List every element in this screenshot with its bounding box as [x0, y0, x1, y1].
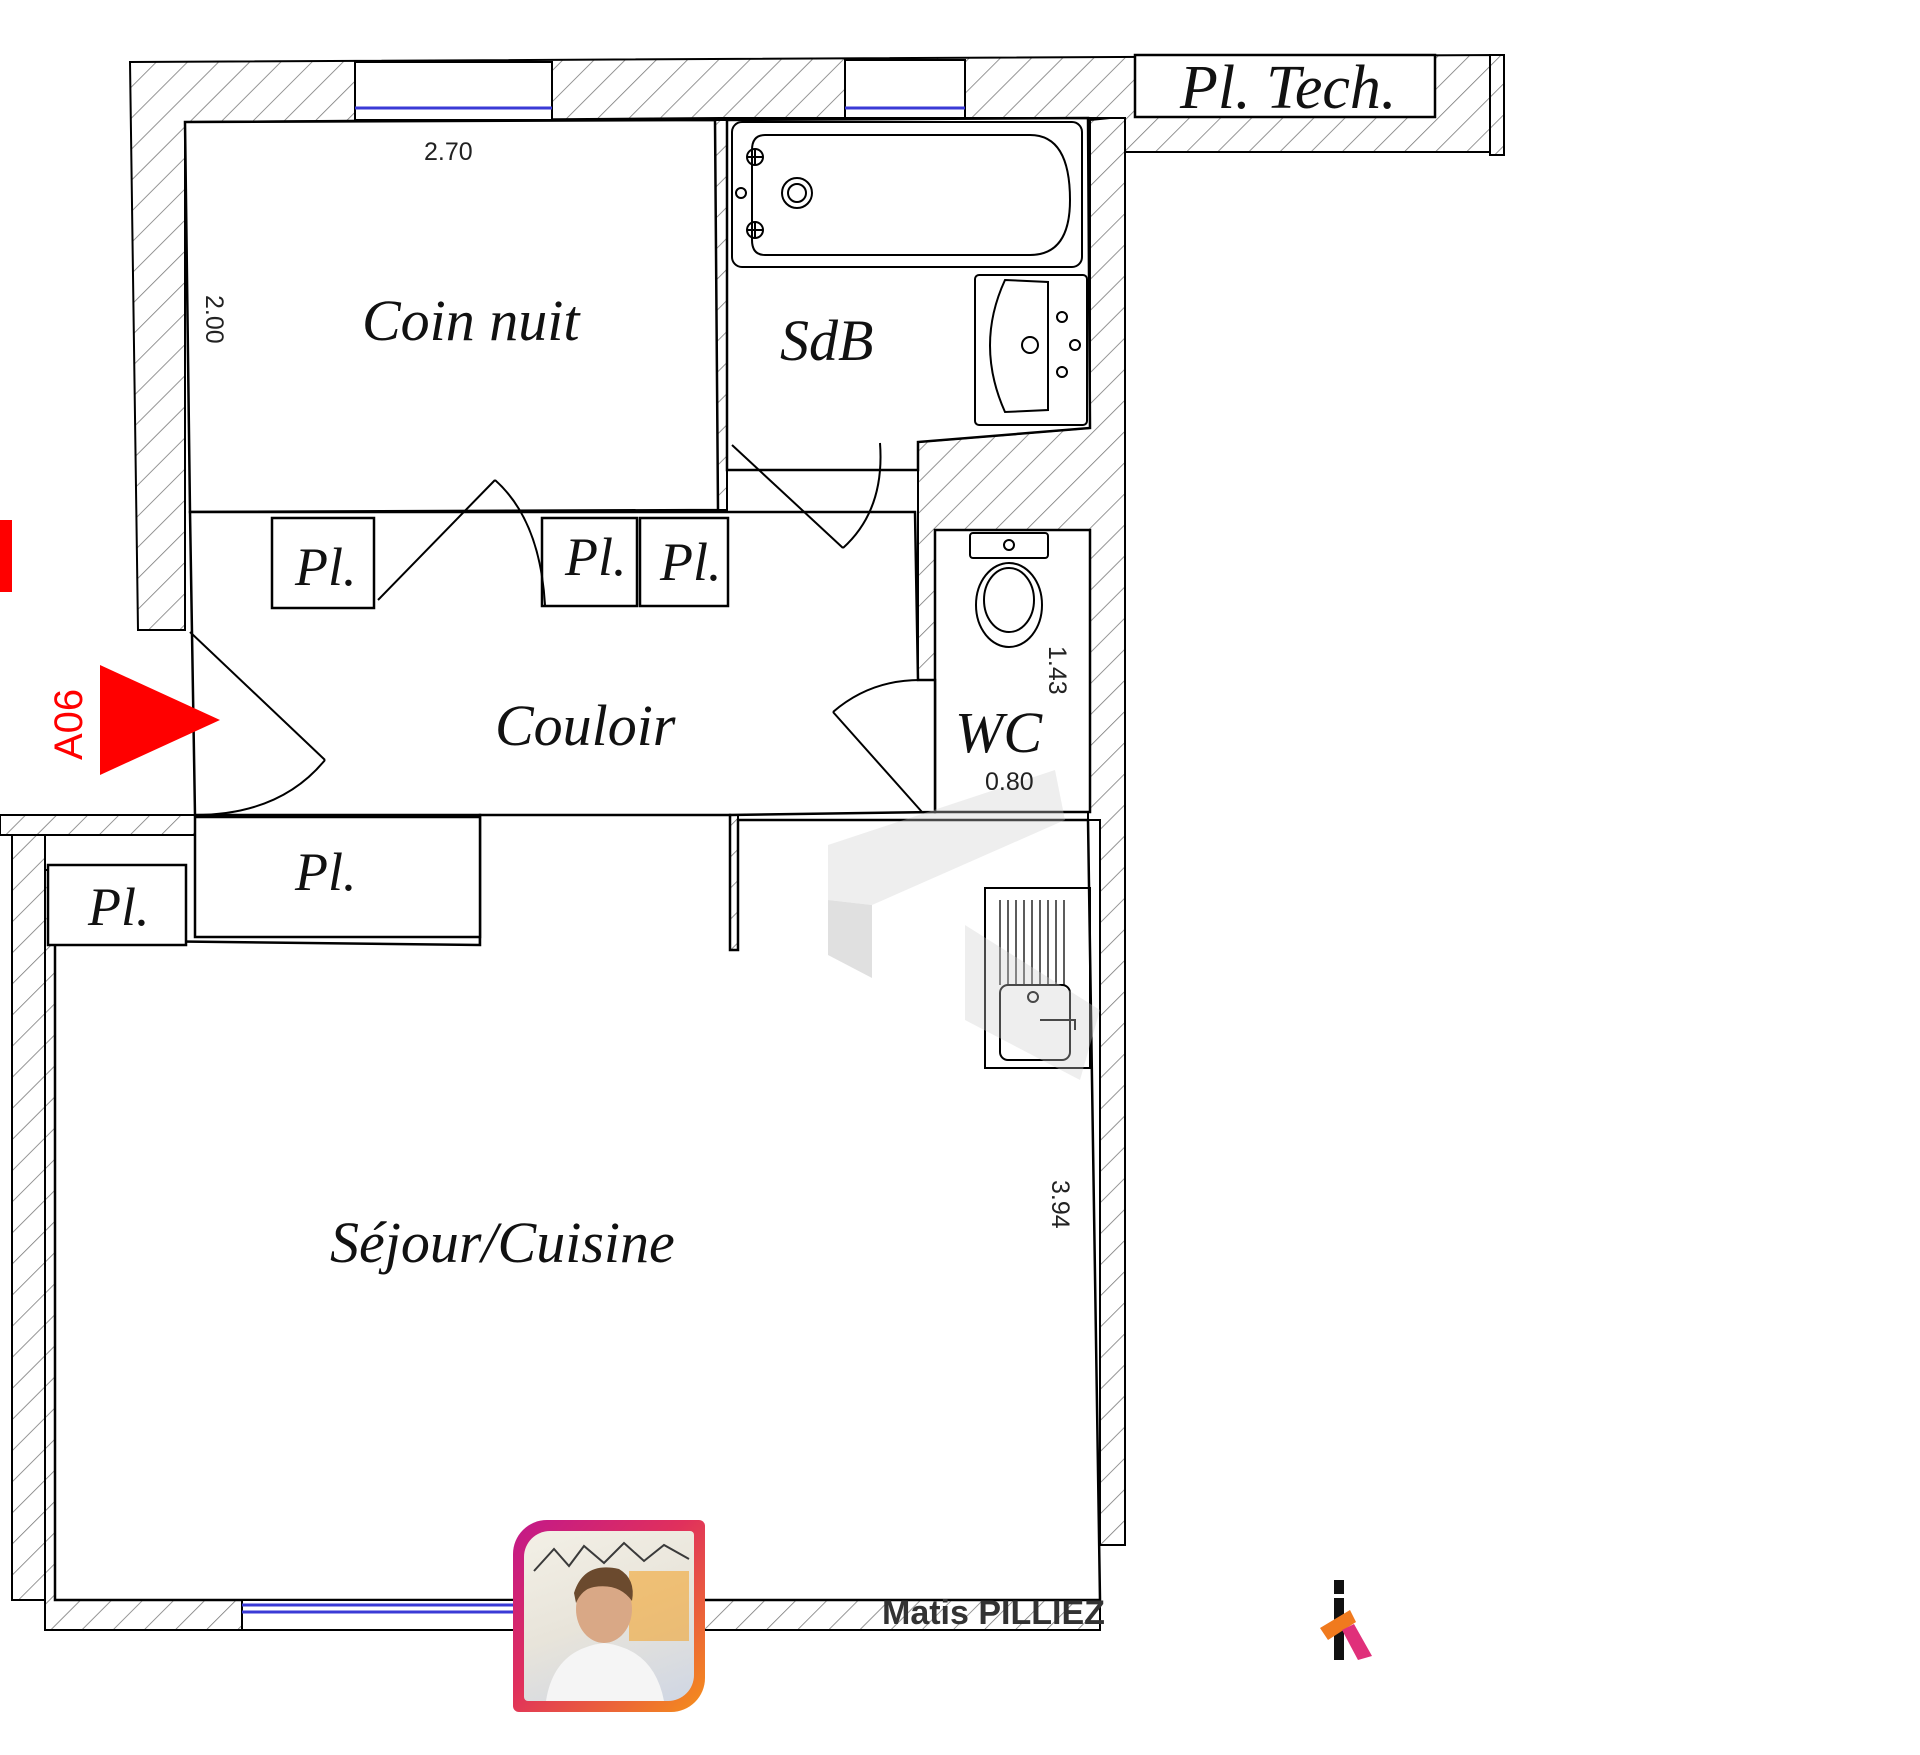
- closet-label: Pl.: [294, 842, 357, 902]
- doors: [189, 442, 923, 816]
- dimension-coin-nuit-depth: 2.00: [200, 295, 228, 344]
- agent-avatar: [513, 1520, 705, 1712]
- closet-label: Pl.: [294, 537, 357, 597]
- entry-marker-label: A06: [47, 689, 91, 760]
- windows: [241, 59, 966, 1631]
- sink-icon: [974, 274, 1088, 426]
- kitchen-sink-icon: [984, 887, 1091, 1069]
- agent-logo-icon: [1320, 1580, 1372, 1660]
- dimension-wc-length: 1.43: [1043, 646, 1071, 695]
- room-fills: [53, 116, 1102, 1602]
- closet-label: Pl.: [659, 532, 722, 592]
- room-pl-tech: Pl. Tech.: [1179, 54, 1396, 122]
- entry-arrow-icon: [0, 520, 220, 775]
- bathtub-icon: [731, 121, 1083, 268]
- closet-label: Pl.: [564, 527, 627, 587]
- dimension-wc-width: 0.80: [985, 768, 1034, 796]
- dimension-sejour-length: 3.94: [1046, 1180, 1074, 1229]
- room-sdb: SdB: [780, 308, 873, 373]
- closet-label: Pl.: [87, 877, 150, 937]
- room-coin-nuit: Coin nuit: [362, 288, 581, 353]
- dimension-coin-nuit-width: 2.70: [424, 138, 473, 166]
- room-wc: WC: [955, 700, 1043, 765]
- toilet-icon: [969, 532, 1049, 648]
- closets: [46, 516, 730, 947]
- room-couloir: Couloir: [495, 693, 676, 758]
- agent-name: Matis PILLIEZ: [882, 1594, 1105, 1632]
- pl-tech-box: [1133, 53, 1437, 119]
- watermark-ribbon: [828, 770, 1100, 1080]
- room-sejour: Séjour/Cuisine: [330, 1210, 675, 1275]
- agent-photo: [524, 1531, 694, 1701]
